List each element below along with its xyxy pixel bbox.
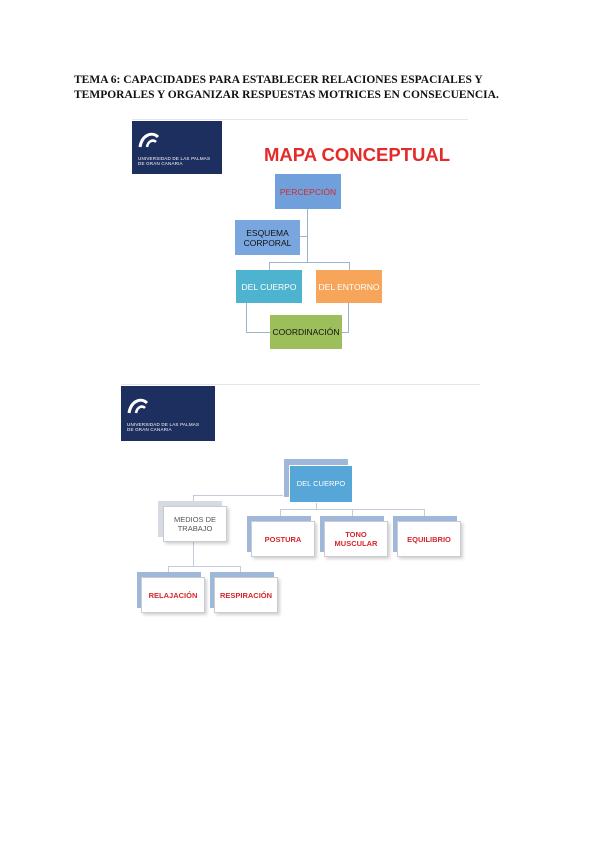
title-line-1: TEMA 6: CAPACIDADES PARA ESTABLECER RELA… (74, 74, 483, 86)
concept-map-heading: MAPA CONCEPTUAL (264, 144, 451, 165)
node-respiracion: RESPIRACIÓN (214, 577, 278, 613)
esquema-line-1: ESQUEMA (246, 227, 289, 238)
connector (348, 303, 349, 332)
connector (316, 500, 317, 510)
connector (307, 208, 308, 263)
logo-line-2: DE GRAN CANARIA (138, 161, 183, 166)
document-title: TEMA 6: CAPACIDADES PARA ESTABLECER RELA… (74, 73, 544, 103)
connector (269, 262, 270, 270)
tono-line-1: TONO (345, 530, 367, 539)
logo-line-2: DE GRAN CANARIA (127, 427, 172, 432)
connector (240, 566, 241, 572)
node-del-cuerpo: DEL CUERPO (289, 465, 353, 503)
university-emblem-icon (127, 398, 149, 414)
node-del-entorno: DEL ENTORNO (316, 270, 382, 303)
slide-top-line (132, 119, 468, 120)
node-del-cuerpo: DEL CUERPO (236, 270, 302, 303)
connector (193, 541, 194, 566)
esquema-line-2: CORPORAL (243, 237, 292, 248)
slide-top-line (121, 384, 480, 385)
medios-line-2: TRABAJO (177, 524, 213, 533)
connector (193, 495, 283, 496)
connector (349, 262, 350, 270)
connector (168, 566, 169, 572)
node-tono-muscular: TONO MUSCULAR (324, 521, 388, 557)
node-coordinacion: COORDINACIÓN (270, 315, 342, 349)
medios-line-1: MEDIOS DE (173, 515, 217, 524)
node-postura: POSTURA (251, 521, 315, 557)
title-line-2: TEMPORALES Y ORGANIZAR RESPUESTAS MOTRIC… (74, 89, 499, 101)
university-logo: UNIVERSIDAD DE LAS PALMAS DE GRAN CANARI… (132, 121, 222, 174)
logo-line-1: UNIVERSIDAD DE LAS PALMAS (127, 422, 200, 427)
connector (341, 332, 349, 333)
connector (168, 566, 240, 567)
tono-line-2: MUSCULAR (334, 539, 378, 548)
connector (424, 509, 425, 517)
node-percepcion: PERCEPCIÓN (275, 174, 341, 209)
university-emblem-icon (138, 132, 160, 148)
connector (352, 509, 353, 517)
connector (246, 332, 270, 333)
node-esquema-corporal: ESQUEMA CORPORAL (235, 220, 300, 255)
node-medios-de-trabajo: MEDIOS DE TRABAJO (163, 506, 227, 542)
connector (299, 236, 307, 237)
node-equilibrio: EQUILIBRIO (397, 521, 461, 557)
connector (280, 509, 281, 517)
connector (246, 303, 247, 332)
node-relajacion: RELAJACIÓN (141, 577, 205, 613)
logo-line-1: UNIVERSIDAD DE LAS PALMAS (138, 156, 211, 161)
connector (269, 262, 350, 263)
university-logo: UNIVERSIDAD DE LAS PALMAS DE GRAN CANARI… (121, 386, 215, 441)
